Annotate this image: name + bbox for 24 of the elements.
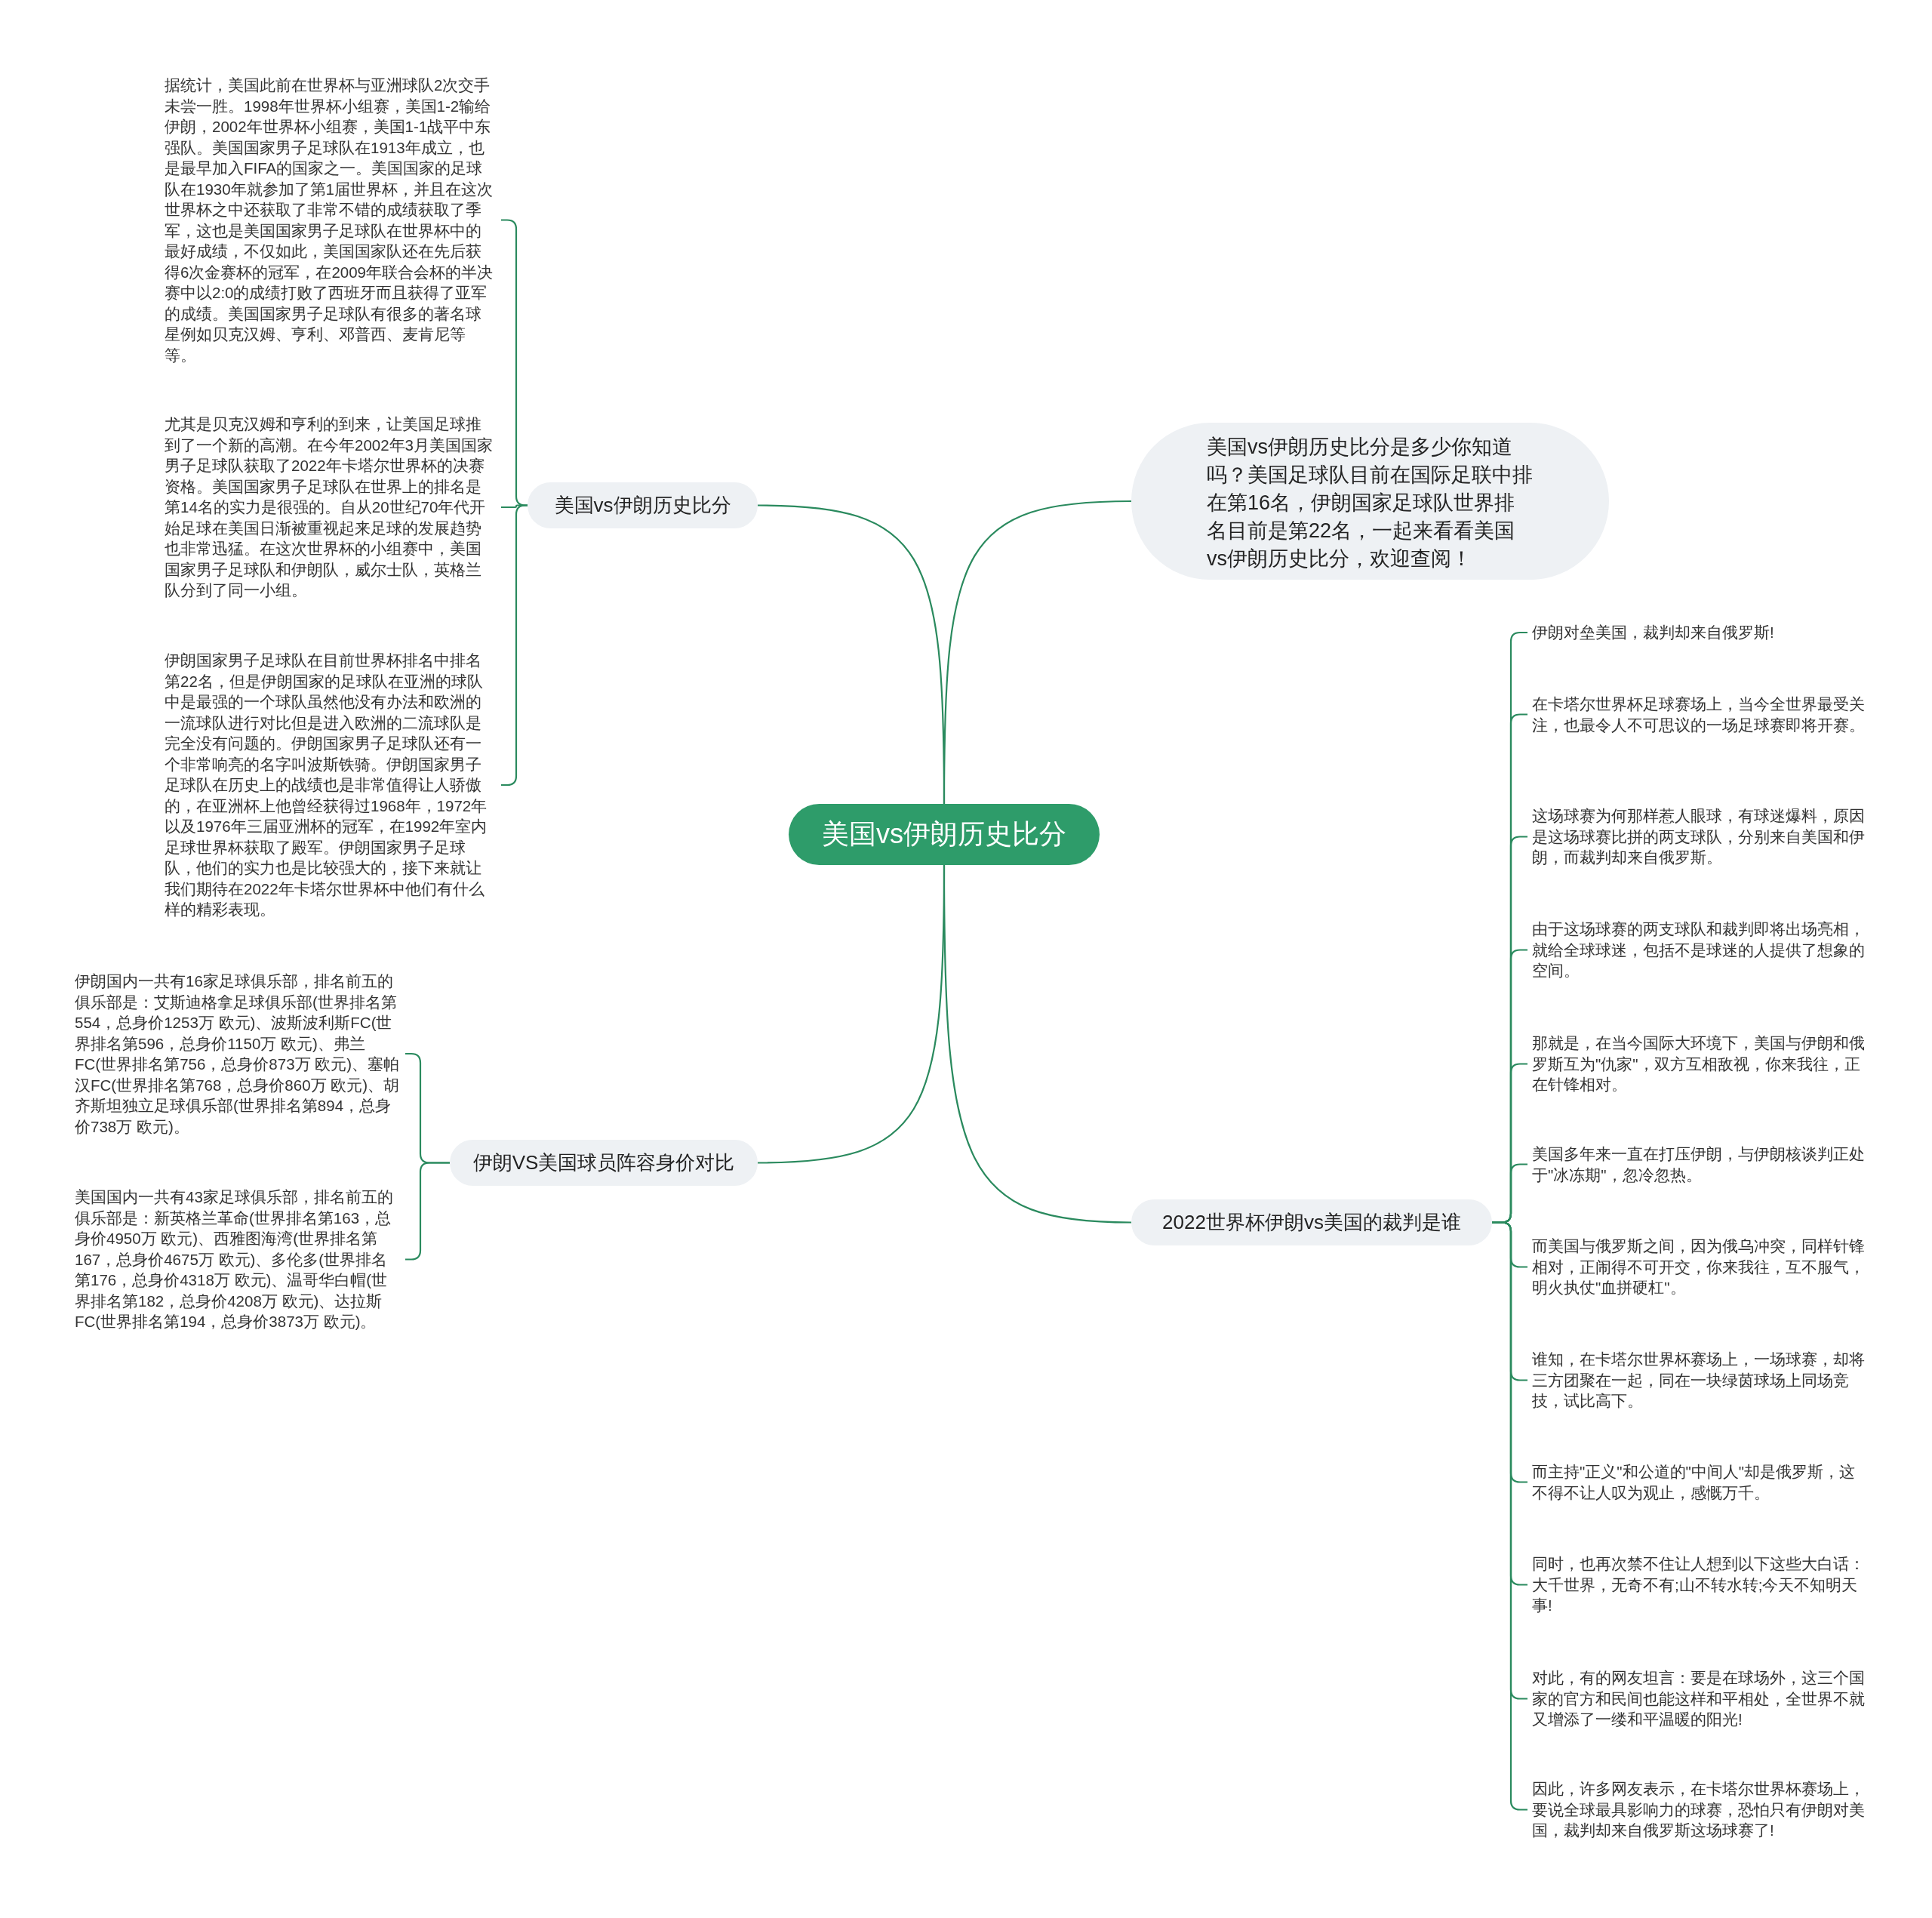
note-text: 对此，有的网友坦言：要是在球场外，这三个国家的官方和民间也能这样和平相处，全世界不就又增添了一缕和平温暖的阳光! [1532, 1667, 1866, 1730]
note-text: 美国多年来一直在打压伊朗，与伊朗核谈判正处于"冰冻期"，忽冷忽热。 [1532, 1144, 1866, 1185]
topic-pill: 2022世界杯伊朗vs美国的裁判是谁 [1131, 1199, 1492, 1245]
note-text: 谁知，在卡塔尔世界杯赛场上，一场球赛，却将三方团聚在一起，同在一块绿茵球场上同场竞技，试比高下。 [1532, 1349, 1866, 1412]
note-text: 伊朗对垒美国，裁判却来自俄罗斯! [1532, 622, 1866, 643]
topic-pill: 伊朗VS美国球员阵容身价对比 [450, 1140, 758, 1186]
note-text: 伊朗国家男子足球队在目前世界杯排名中排名第22名，但是伊朗国家的足球队在亚洲的球队中是最强的一个球队虽然他没有办法和欧洲的一流球队进行对比但是进入欧洲的二流球队是完全没有问题的。伊朗国家男子足球队还有一个非常响亮的名字叫波斯铁骑。伊朗国家男子足球队在历史上的战绩也是非常值得让人骄傲的，在亚洲杯上他曾经获得过1968年，1972年以及1976年三届亚洲杯的冠军，在1992年室内足球世界杯获取了殿军。伊朗国家男子足球队，他们的实力也是比较强大的，接下来就让我们期待在2022年卡塔尔世界杯中他们有什么样的精彩表现。 [165, 650, 497, 920]
note-text: 同时，也再次禁不住让人想到以下这些大白话：大千世界，无奇不有;山不转水转;今天不知明天事! [1532, 1553, 1866, 1616]
note-text: 美国国内一共有43家足球俱乐部，排名前五的俱乐部是：新英格兰革命(世界排名第163，总身价4950万 欧元)、西雅图海湾(世界排名第167，总身价4675万 欧元)、多伦多(世界排名第176，总身价4318万 欧元)、温哥华白帽(世界排名第182，总身价4208万 欧元)、达拉斯FC(世界排名第194，总身价3873万 欧元)。 [75, 1187, 401, 1332]
note-text: 因此，许多网友表示，在卡塔尔世界杯赛场上，要说全球最具影响力的球赛，恐怕只有伊朗对美国，裁判却来自俄罗斯这场球赛了! [1532, 1778, 1866, 1841]
note-text: 在卡塔尔世界杯足球赛场上，当今全世界最受关注，也最令人不可思议的一场足球赛即将开赛。 [1532, 694, 1866, 735]
summary-bubble: 美国vs伊朗历史比分是多少你知道吗？美国足球队目前在国际足联中排在第16名，伊朗国家足球队世界排名目前是第22名，一起来看看美国vs伊朗历史比分，欢迎查阅！ [1131, 423, 1609, 580]
note-text: 伊朗国内一共有16家足球俱乐部，排名前五的俱乐部是：艾斯迪格拿足球俱乐部(世界排名第554，总身价1253万 欧元)、波斯波利斯FC(世界排名第596，总身价1150万 欧元)、弗兰FC(世界排名第756，总身价873万 欧元)、塞帕汉FC(世界排名第768，总身价860万 欧元)、胡齐斯坦独立足球俱乐部(世界排名第894，总身价738万 欧元)。 [75, 971, 401, 1137]
central-topic: 美国vs伊朗历史比分 [789, 804, 1100, 865]
connector-line [943, 865, 1132, 1224]
connector-line [943, 500, 1132, 804]
note-text: 而美国与俄罗斯之间，因为俄乌冲突，同样针锋相对，正闹得不可开交，你来我往，互不服气，明火执仗"血拼硬杠"。 [1532, 1236, 1866, 1298]
note-text: 那就是，在当今国际大环境下，美国与伊朗和俄罗斯互为"仇家"，双方互相敌视，你来我往，正在针锋相对。 [1532, 1033, 1866, 1095]
note-text: 据统计，美国此前在世界杯与亚洲球队2次交手未尝一胜。1998年世界杯小组赛，美国1-2输给伊朗，2002年世界杯小组赛，美国1-1战平中东强队。美国国家男子足球队在1913年成立，也是最早加入FIFA的国家之一。美国国家的足球队在1930年就参加了第1届世界杯，并且在这次世界杯之中还获取了非常不错的成绩获取了季军，这也是美国国家男子足球队在世界杯中的最好成绩，不仅如此，美国国家队还在先后获得6次金赛杯的冠军，在2009年联合会杯的半决赛中以2:0的成绩打败了西班牙而且获得了亚军的成绩。美国国家男子足球队有很多的著名球星例如贝克汉姆、亨利、邓普西、麦肯尼等等。 [165, 75, 497, 365]
note-text: 而主持"正义"和公道的"中间人"却是俄罗斯，这不得不让人叹为观止，感慨万千。 [1532, 1461, 1866, 1503]
note-text: 这场球赛为何那样惹人眼球，有球迷爆料，原因是这场球赛比拼的两支球队，分别来自美国和伊朗，而裁判却来自俄罗斯。 [1532, 805, 1866, 868]
topic-pill: 美国vs伊朗历史比分 [528, 482, 758, 528]
note-text: 由于这场球赛的两支球队和裁判即将出场亮相，就给全球球迷，包括不是球迷的人提供了想象的空间。 [1532, 919, 1866, 981]
note-text: 尤其是贝克汉姆和亨利的到来，让美国足球推到了一个新的高潮。在今年2002年3月美国国家男子足球队获取了2022年卡塔尔世界杯的决赛资格。美国国家男子足球队在世界上的排名是第14名的实力是很强的。自从20世纪70年代开始足球在美国日渐被重视起来足球的发展趋势也非常迅猛。在这次世界杯的小组赛中，美国国家男子足球队和伊朗队，威尔士队，英格兰队分到了同一小组。 [165, 414, 497, 601]
